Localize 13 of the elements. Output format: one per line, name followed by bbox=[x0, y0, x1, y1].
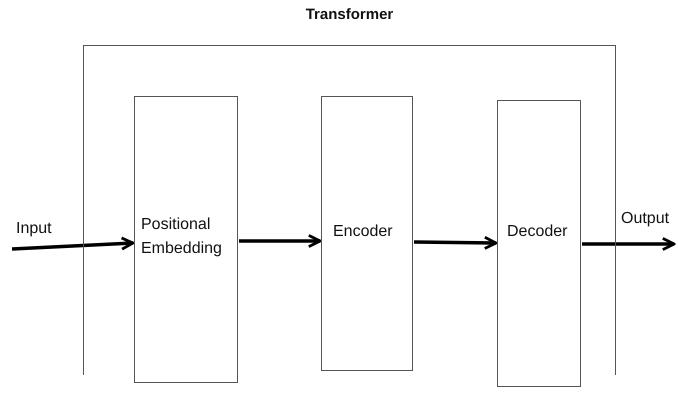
block-box bbox=[321, 96, 413, 371]
arrow bbox=[239, 234, 322, 248]
block-box bbox=[134, 96, 238, 383]
io-label: Output bbox=[621, 210, 670, 228]
arrow bbox=[414, 236, 498, 250]
heading: Transformer bbox=[304, 6, 394, 23]
block-box bbox=[497, 100, 581, 387]
arrow bbox=[582, 237, 676, 251]
block-label: Positional Embedding bbox=[141, 215, 223, 259]
block-label: Encoder bbox=[333, 223, 393, 241]
arrow bbox=[12, 236, 134, 251]
block-label: Decoder bbox=[507, 223, 568, 241]
io-label: Input bbox=[16, 220, 52, 238]
